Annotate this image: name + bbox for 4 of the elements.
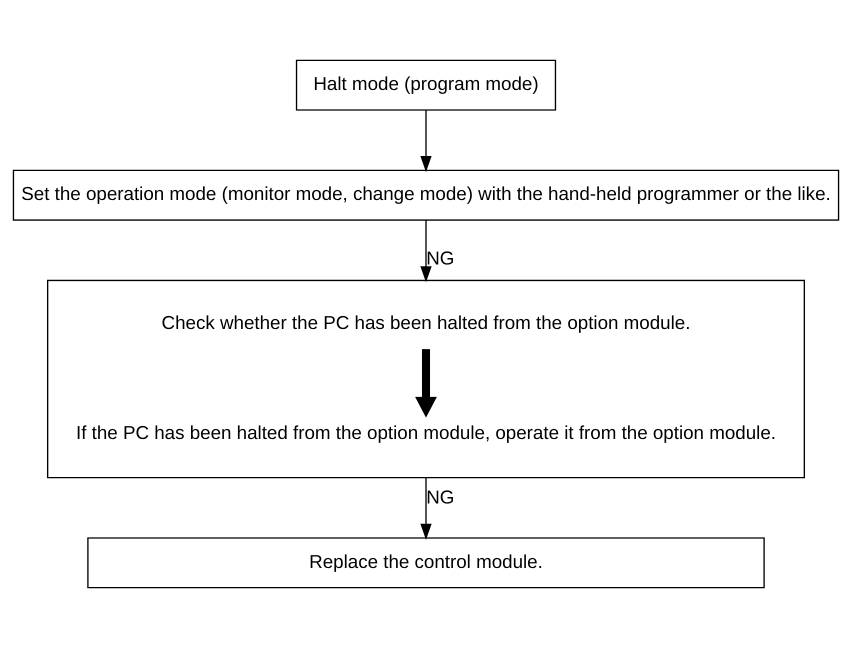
edge-label: NG [426,486,454,508]
node-text: If the PC has been halted from the option module, operate it from the option module. [76,422,776,443]
node-text: Check whether the PC has been halted from the option module. [162,312,690,333]
edge-label: NG [426,248,454,269]
